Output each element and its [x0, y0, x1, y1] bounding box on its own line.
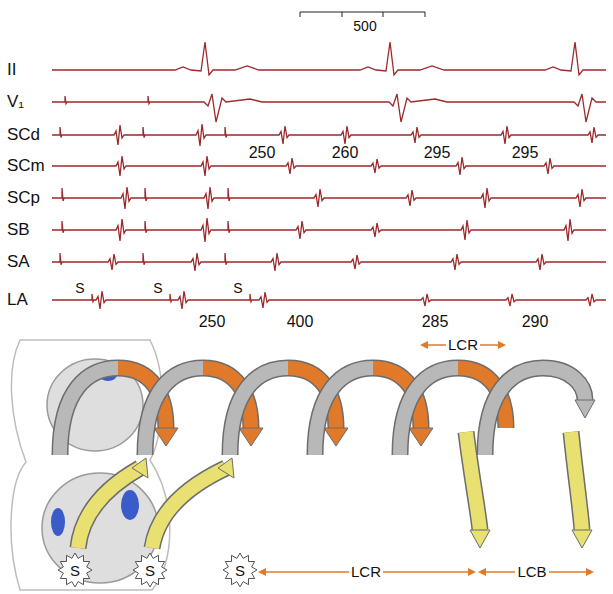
ribbon-edge	[315, 368, 373, 455]
trace	[52, 291, 606, 309]
stimulus-burst: S	[57, 552, 93, 588]
interval-value: 260	[330, 144, 361, 162]
ribbon-edge	[60, 368, 118, 455]
ribbon-edge	[485, 368, 543, 455]
scale-label: 500	[351, 19, 378, 34]
stimulus-burst: S	[132, 552, 168, 588]
ribbon	[145, 368, 203, 455]
arrow-head	[132, 458, 148, 478]
cycle-length-label: LCB	[515, 564, 548, 581]
helix-ribbons	[60, 368, 595, 548]
stimulus-label: S	[235, 563, 245, 578]
burst-shape	[223, 553, 257, 587]
arrow-head	[154, 428, 178, 446]
ribbon	[485, 368, 543, 455]
ribbon-edge	[543, 368, 585, 400]
arrow-head	[575, 400, 595, 418]
ribbon-edge	[152, 468, 226, 548]
channel-name: LA	[5, 291, 30, 310]
heart-outline	[11, 340, 170, 590]
cycle-length-label: LCR	[446, 337, 480, 354]
ribbon	[466, 432, 480, 530]
vein-ostium	[121, 490, 139, 520]
lead-name: V₁	[5, 93, 26, 112]
interval-value: 295	[510, 144, 541, 162]
trace	[52, 42, 606, 75]
ribbon	[230, 368, 288, 455]
scale-bar	[300, 12, 425, 17]
ribbon-edge	[571, 432, 582, 530]
channel-name: SCd	[5, 126, 42, 145]
arrow-head	[218, 458, 234, 478]
stimulus-label: S	[145, 563, 155, 578]
interval-value: 290	[520, 313, 551, 331]
arrow-head	[324, 428, 348, 446]
trace	[52, 124, 606, 146]
channel-name: SA	[5, 253, 32, 272]
stimulus-mark: S	[231, 281, 244, 296]
stimulus-burst: S	[222, 552, 258, 588]
ribbon	[571, 432, 582, 530]
channel-name: SCp	[5, 189, 42, 208]
interval-value: 250	[247, 144, 278, 162]
stimulus-mark: S	[73, 281, 86, 296]
ribbon	[315, 368, 373, 455]
cycle-length-label: LCR	[349, 564, 383, 581]
ribbon-edge	[466, 432, 480, 530]
ribbon	[60, 368, 118, 455]
interval-value: 400	[285, 313, 316, 331]
heart-sketch	[11, 340, 170, 590]
vein-ostium	[51, 508, 65, 536]
channel-name: SCm	[5, 157, 47, 176]
trace	[52, 94, 606, 122]
ribbon-edge	[145, 368, 203, 455]
stimulus-mark: S	[151, 281, 164, 296]
ribbon	[152, 468, 226, 548]
ribbon-edge	[78, 468, 140, 548]
channel-name: SB	[5, 221, 32, 240]
arrow-head	[239, 428, 263, 446]
ribbon-edge	[230, 368, 288, 455]
ribbon	[400, 368, 458, 455]
trace	[52, 187, 606, 209]
arrow-head	[572, 530, 592, 548]
trace	[52, 218, 606, 242]
ribbon	[78, 468, 140, 548]
trace	[52, 253, 606, 271]
burst-shape	[133, 553, 167, 587]
interval-value: 250	[197, 313, 228, 331]
ribbon	[543, 368, 585, 400]
arrow-head	[470, 530, 490, 548]
interval-value: 285	[420, 313, 451, 331]
cycle-length-arrows	[258, 341, 594, 576]
ribbon-edge	[400, 368, 458, 455]
interval-value: 295	[422, 144, 453, 162]
stimulus-label: S	[70, 563, 80, 578]
burst-shape	[58, 553, 92, 587]
arrow-head	[409, 428, 433, 446]
lead-name: II	[5, 61, 18, 80]
electrogram-traces	[52, 42, 606, 309]
